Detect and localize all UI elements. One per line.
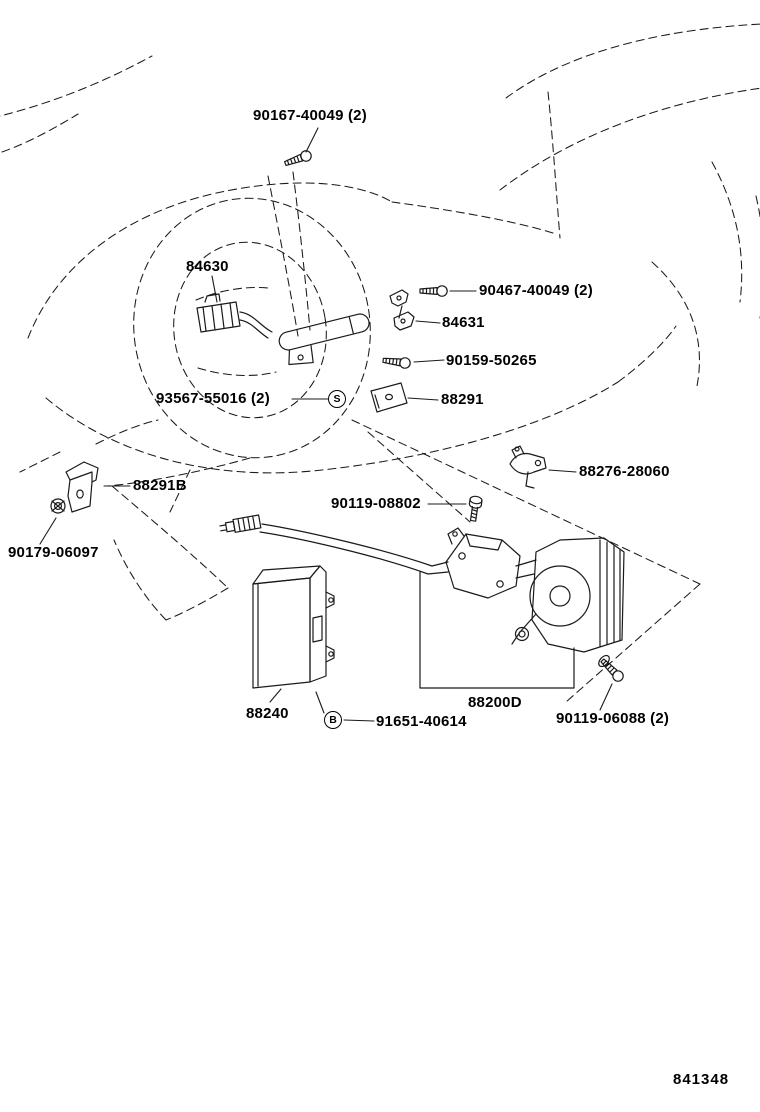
label-93567-55016: 93567-55016 (2) bbox=[156, 390, 270, 407]
ecu-88240 bbox=[252, 565, 335, 689]
combination-switch-84630 bbox=[196, 293, 370, 366]
label-88240: 88240 bbox=[246, 705, 289, 722]
label-84631: 84631 bbox=[442, 314, 485, 331]
screw-90119-06088 bbox=[598, 654, 626, 684]
label-90167-40049: 90167-40049 (2) bbox=[253, 107, 367, 124]
drawing-number: 841348 bbox=[673, 1071, 730, 1088]
bolt-90119-08802 bbox=[466, 495, 484, 523]
nut-90179 bbox=[50, 498, 66, 514]
symbol-b-circle: B bbox=[324, 711, 342, 729]
label-90119-06088: 90119-06088 (2) bbox=[556, 710, 670, 727]
clamp-88276 bbox=[509, 445, 547, 489]
clip-84631 bbox=[389, 289, 415, 331]
label-88291B: 88291B bbox=[133, 477, 187, 494]
cruise-cable bbox=[219, 514, 433, 575]
screw-90159 bbox=[381, 354, 412, 370]
label-91651-40614: 91651-40614 bbox=[376, 713, 467, 730]
label-88291: 88291 bbox=[441, 391, 484, 408]
symbol-s-circle: S bbox=[328, 390, 346, 408]
screw-90467 bbox=[419, 285, 448, 297]
bracket-88291B bbox=[65, 461, 99, 513]
actuator-callout-bracket bbox=[419, 571, 575, 689]
label-90467-40049: 90467-40049 (2) bbox=[479, 282, 593, 299]
label-90159-50265: 90159-50265 bbox=[446, 352, 537, 369]
actuator-88200 bbox=[427, 527, 625, 653]
dashboard-outline bbox=[0, 23, 760, 703]
label-88200D: 88200D bbox=[468, 694, 522, 711]
leader-lines bbox=[39, 127, 613, 722]
label-88276-28060: 88276-28060 bbox=[579, 463, 670, 480]
label-90179-06097: 90179-06097 bbox=[8, 544, 99, 561]
screw-90167 bbox=[282, 148, 314, 170]
label-90119-08802: 90119-08802 bbox=[331, 495, 421, 512]
label-84630: 84630 bbox=[186, 258, 229, 275]
plate-88291 bbox=[370, 382, 408, 413]
